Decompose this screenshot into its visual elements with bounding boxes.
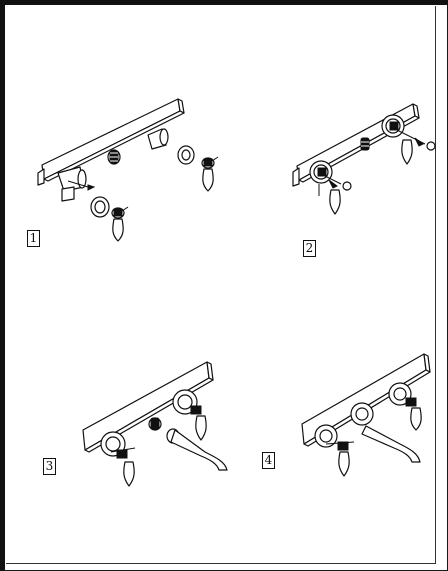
- escutcheon-ring-left: [90, 196, 110, 218]
- wall-plate: [37, 98, 185, 186]
- left-handle: [314, 424, 355, 477]
- center-diverter: [148, 417, 162, 431]
- bath-spout: [166, 428, 228, 471]
- right-handle: [388, 382, 422, 431]
- lever-handle-right: [201, 156, 219, 192]
- left-handle: [100, 431, 136, 487]
- frame-left-edge: [0, 0, 5, 571]
- step-2-number: 2: [303, 240, 316, 257]
- step-4-number: 4: [262, 452, 275, 469]
- right-handle: [172, 389, 207, 441]
- step-1-illustration: [30, 95, 230, 245]
- center-diverter: [107, 149, 121, 165]
- right-valve-body: [147, 128, 169, 150]
- escutcheon-ring-right: [177, 145, 195, 165]
- right-handle-assembly: [381, 114, 436, 165]
- center-diverter: [360, 137, 370, 151]
- frame-top-edge: [0, 0, 448, 5]
- step-3-number: 3: [43, 458, 56, 475]
- step-4-illustration: [296, 350, 436, 480]
- bath-spout: [361, 425, 421, 463]
- left-handle-assembly: [309, 160, 352, 215]
- lever-handle-left: [111, 206, 129, 242]
- step-1-number: 1: [27, 230, 40, 247]
- step-3-illustration: [75, 358, 235, 488]
- drawing-inner-border: [6, 6, 436, 564]
- step-2-illustration: [285, 100, 445, 220]
- center-diverter-cover: [350, 402, 374, 426]
- left-valve-body: [57, 166, 96, 202]
